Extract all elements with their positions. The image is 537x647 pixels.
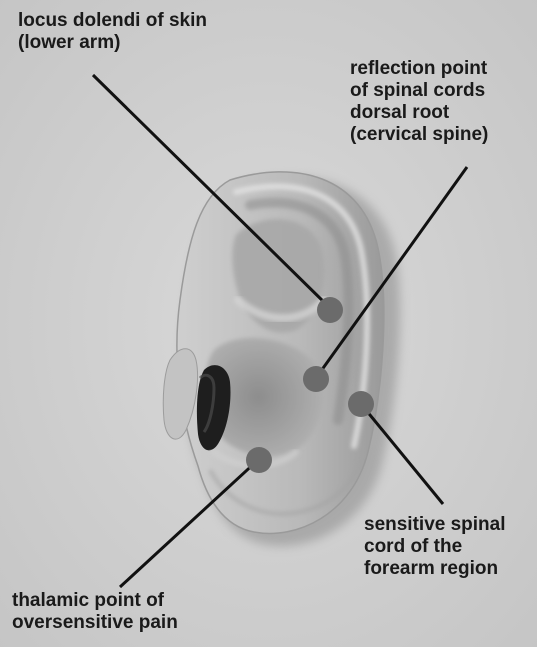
label-line: (lower arm) bbox=[18, 32, 207, 54]
label-line: reflection point bbox=[350, 58, 488, 80]
point-reflection bbox=[303, 366, 329, 392]
label-line: thalamic point of bbox=[12, 590, 178, 612]
point-thalamic bbox=[246, 447, 272, 473]
label-line: oversensitive pain bbox=[12, 612, 178, 634]
label-line: locus dolendi of skin bbox=[18, 10, 207, 32]
label-line: dorsal root bbox=[350, 102, 488, 124]
label-line: cord of the bbox=[364, 536, 506, 558]
label-reflection-point: reflection point of spinal cords dorsal … bbox=[350, 58, 488, 146]
point-locus-dolendi bbox=[317, 297, 343, 323]
label-line: forearm region bbox=[364, 558, 506, 580]
label-sensitive-spinal-cord: sensitive spinal cord of the forearm reg… bbox=[364, 514, 506, 580]
label-locus-dolendi: locus dolendi of skin (lower arm) bbox=[18, 10, 207, 54]
label-line: sensitive spinal bbox=[364, 514, 506, 536]
point-sensitive-spinal bbox=[348, 391, 374, 417]
label-line: of spinal cords bbox=[350, 80, 488, 102]
label-thalamic-point: thalamic point of oversensitive pain bbox=[12, 590, 178, 634]
label-line: (cervical spine) bbox=[350, 124, 488, 146]
